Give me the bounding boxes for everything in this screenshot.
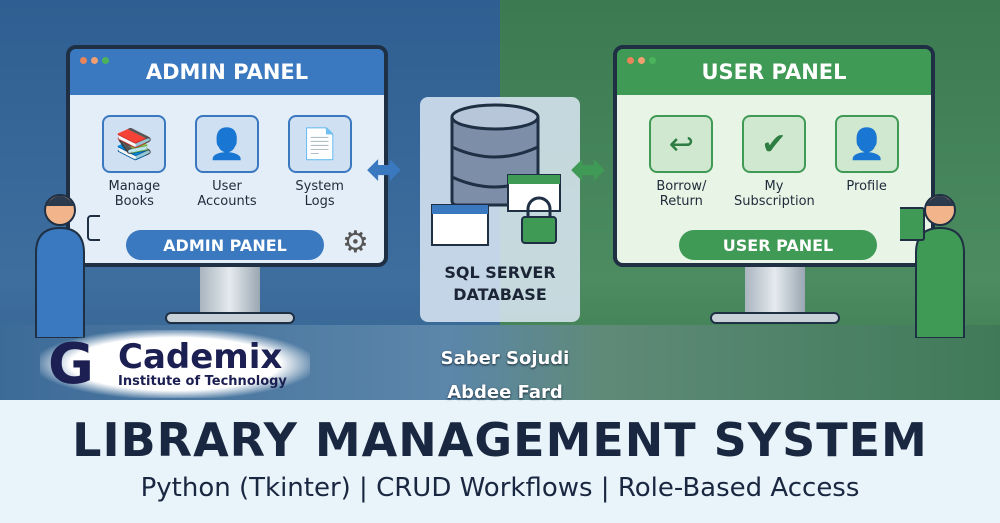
admin-panel-title: ADMIN PANEL [145,60,309,84]
log-file-gear-icon: 📄 [287,115,352,173]
subscription-check-icon: ✔ [741,115,806,173]
user-person-illustration [900,194,965,338]
user-panel-header: USER PANEL [617,49,931,95]
user-accounts-tile[interactable]: 👤User Accounts [187,115,267,209]
system-logs-tile[interactable]: 📄System Logs [280,115,360,209]
book-return-icon: ↩ [649,115,714,173]
manage-books-tile[interactable]: 📚Manage Books [94,115,174,209]
admin-person-illustration [35,194,100,338]
database-label: SQL SERVER DATABASE [444,263,556,304]
monitor-base [165,312,295,324]
my-subscription-tile[interactable]: ✔My Subscription [734,115,815,209]
user-panel-button[interactable]: USER PANEL [679,230,877,260]
author-name: Saber Sojudi [440,348,570,369]
user-panel-monitor: USER PANEL ↩Borrow/ Return ✔My Subscript… [613,45,935,267]
profile-tile[interactable]: 👤Profile [827,115,907,209]
cademix-logo: G Cademix Institute of Technology [40,330,310,398]
logo-tagline: Institute of Technology [118,373,287,389]
logo-name: Cademix [118,336,283,377]
user-panel-title: USER PANEL [701,60,847,84]
books-icon: 📚 [102,115,167,173]
admin-panel-monitor: ADMIN PANEL 📚Manage Books 👤User Accounts… [66,45,388,267]
bidirectional-arrow-icon: ⬌ [366,144,403,195]
admin-panel-header: ADMIN PANEL [70,49,384,95]
database-panel: SQL SERVER DATABASE [420,97,580,322]
borrow-return-tile[interactable]: ↩Borrow/ Return [641,115,721,209]
admin-panel-button[interactable]: ADMIN PANEL [126,230,324,260]
monitor-base [710,312,840,324]
cademix-logo-mark: G [48,331,94,397]
page-title: LIBRARY MANAGEMENT SYSTEM [72,413,928,467]
profile-icon: 👤 [834,115,899,173]
user-account-icon: 👤 [194,115,259,173]
database-icon [431,103,561,246]
gear-icon: ⚙ [342,225,369,260]
bidirectional-arrow-icon: ⬌ [570,144,607,195]
page-subtitle: Python (Tkinter) | CRUD Workflows | Role… [140,473,860,503]
author-name: Abdee Fard [447,382,563,403]
